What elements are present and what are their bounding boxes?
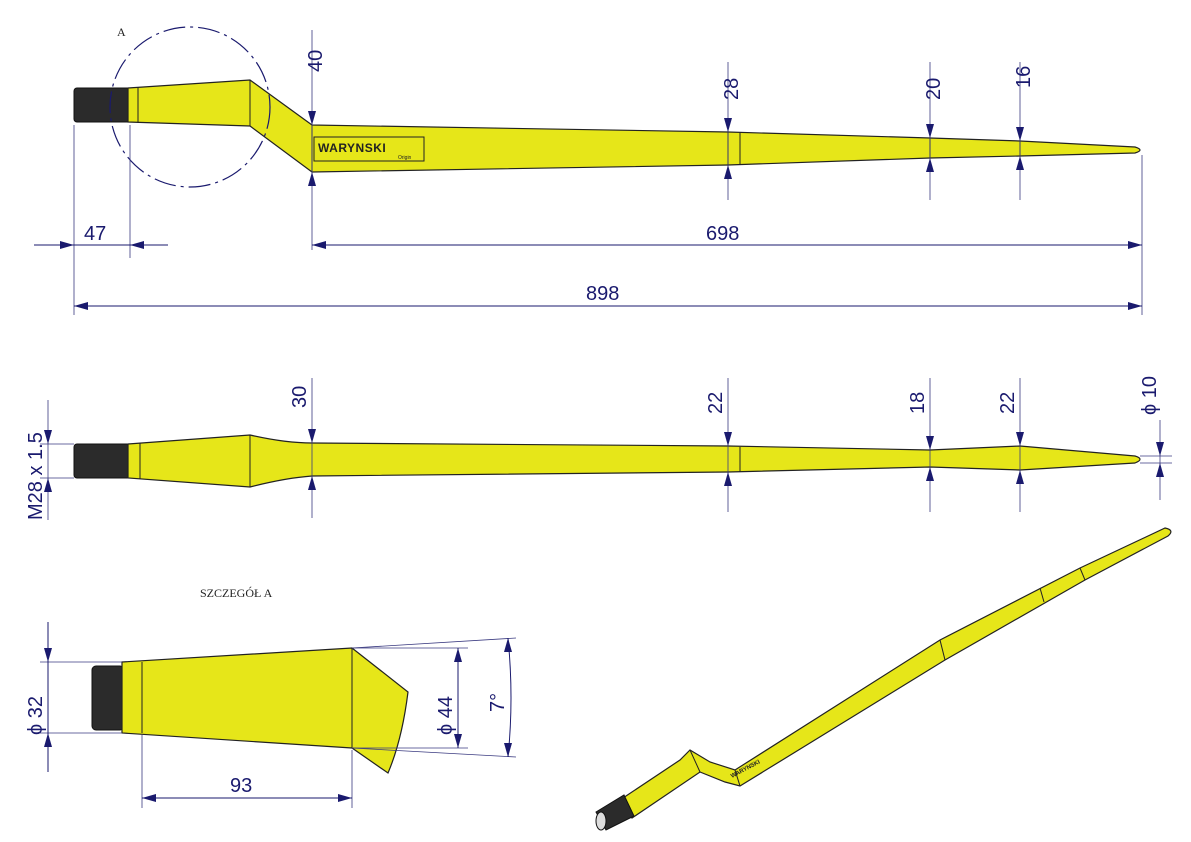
dim-22-b: 22 <box>997 392 1019 414</box>
dim-40: 40 <box>305 50 327 72</box>
dim-20: 20 <box>923 78 945 100</box>
thread-part <box>91 665 125 731</box>
dim-16: 16 <box>1013 66 1035 88</box>
dim-30: 30 <box>289 386 311 408</box>
dim-thread: M28 x 1.5 <box>25 432 47 520</box>
isometric-view: WARYNSKI <box>595 527 1172 831</box>
tine-body <box>619 527 1172 819</box>
dim-698: 698 <box>706 223 739 245</box>
tine-body <box>127 79 1141 173</box>
dim-22-a: 22 <box>705 392 727 414</box>
tine-base <box>121 647 409 774</box>
thread-part <box>73 87 131 123</box>
dim-47: 47 <box>84 223 106 245</box>
tine-body <box>127 434 1141 488</box>
dim-angle-7: 7° <box>487 693 509 712</box>
svg-text:Origin: Origin <box>398 155 412 161</box>
svg-text:WARYNSKI: WARYNSKI <box>318 141 386 155</box>
detail-title: SZCZEGÓŁ A <box>200 586 273 600</box>
detail-a-circle <box>109 26 271 188</box>
dim-dia-32: ϕ 32 <box>25 696 47 735</box>
top-view: WARYNSKI Origin A 40 28 20 16 47 698 898 <box>34 25 1143 315</box>
detail-marker: A <box>117 25 126 39</box>
dim-tip-diameter: ϕ 10 <box>1139 376 1161 415</box>
thread-part <box>73 443 131 479</box>
dim-898: 898 <box>586 283 619 305</box>
warynski-logo: WARYNSKI Origin <box>313 136 425 162</box>
dim-28: 28 <box>721 78 743 100</box>
dim-93: 93 <box>230 775 252 797</box>
detail-a-view: SZCZEGÓŁ A ϕ 32 ϕ 44 7° 93 <box>25 586 517 808</box>
dim-18: 18 <box>907 392 929 414</box>
side-view: 30 22 18 22 ϕ 10 M28 x 1.5 <box>25 376 1172 520</box>
dim-dia-44: ϕ 44 <box>435 696 457 735</box>
